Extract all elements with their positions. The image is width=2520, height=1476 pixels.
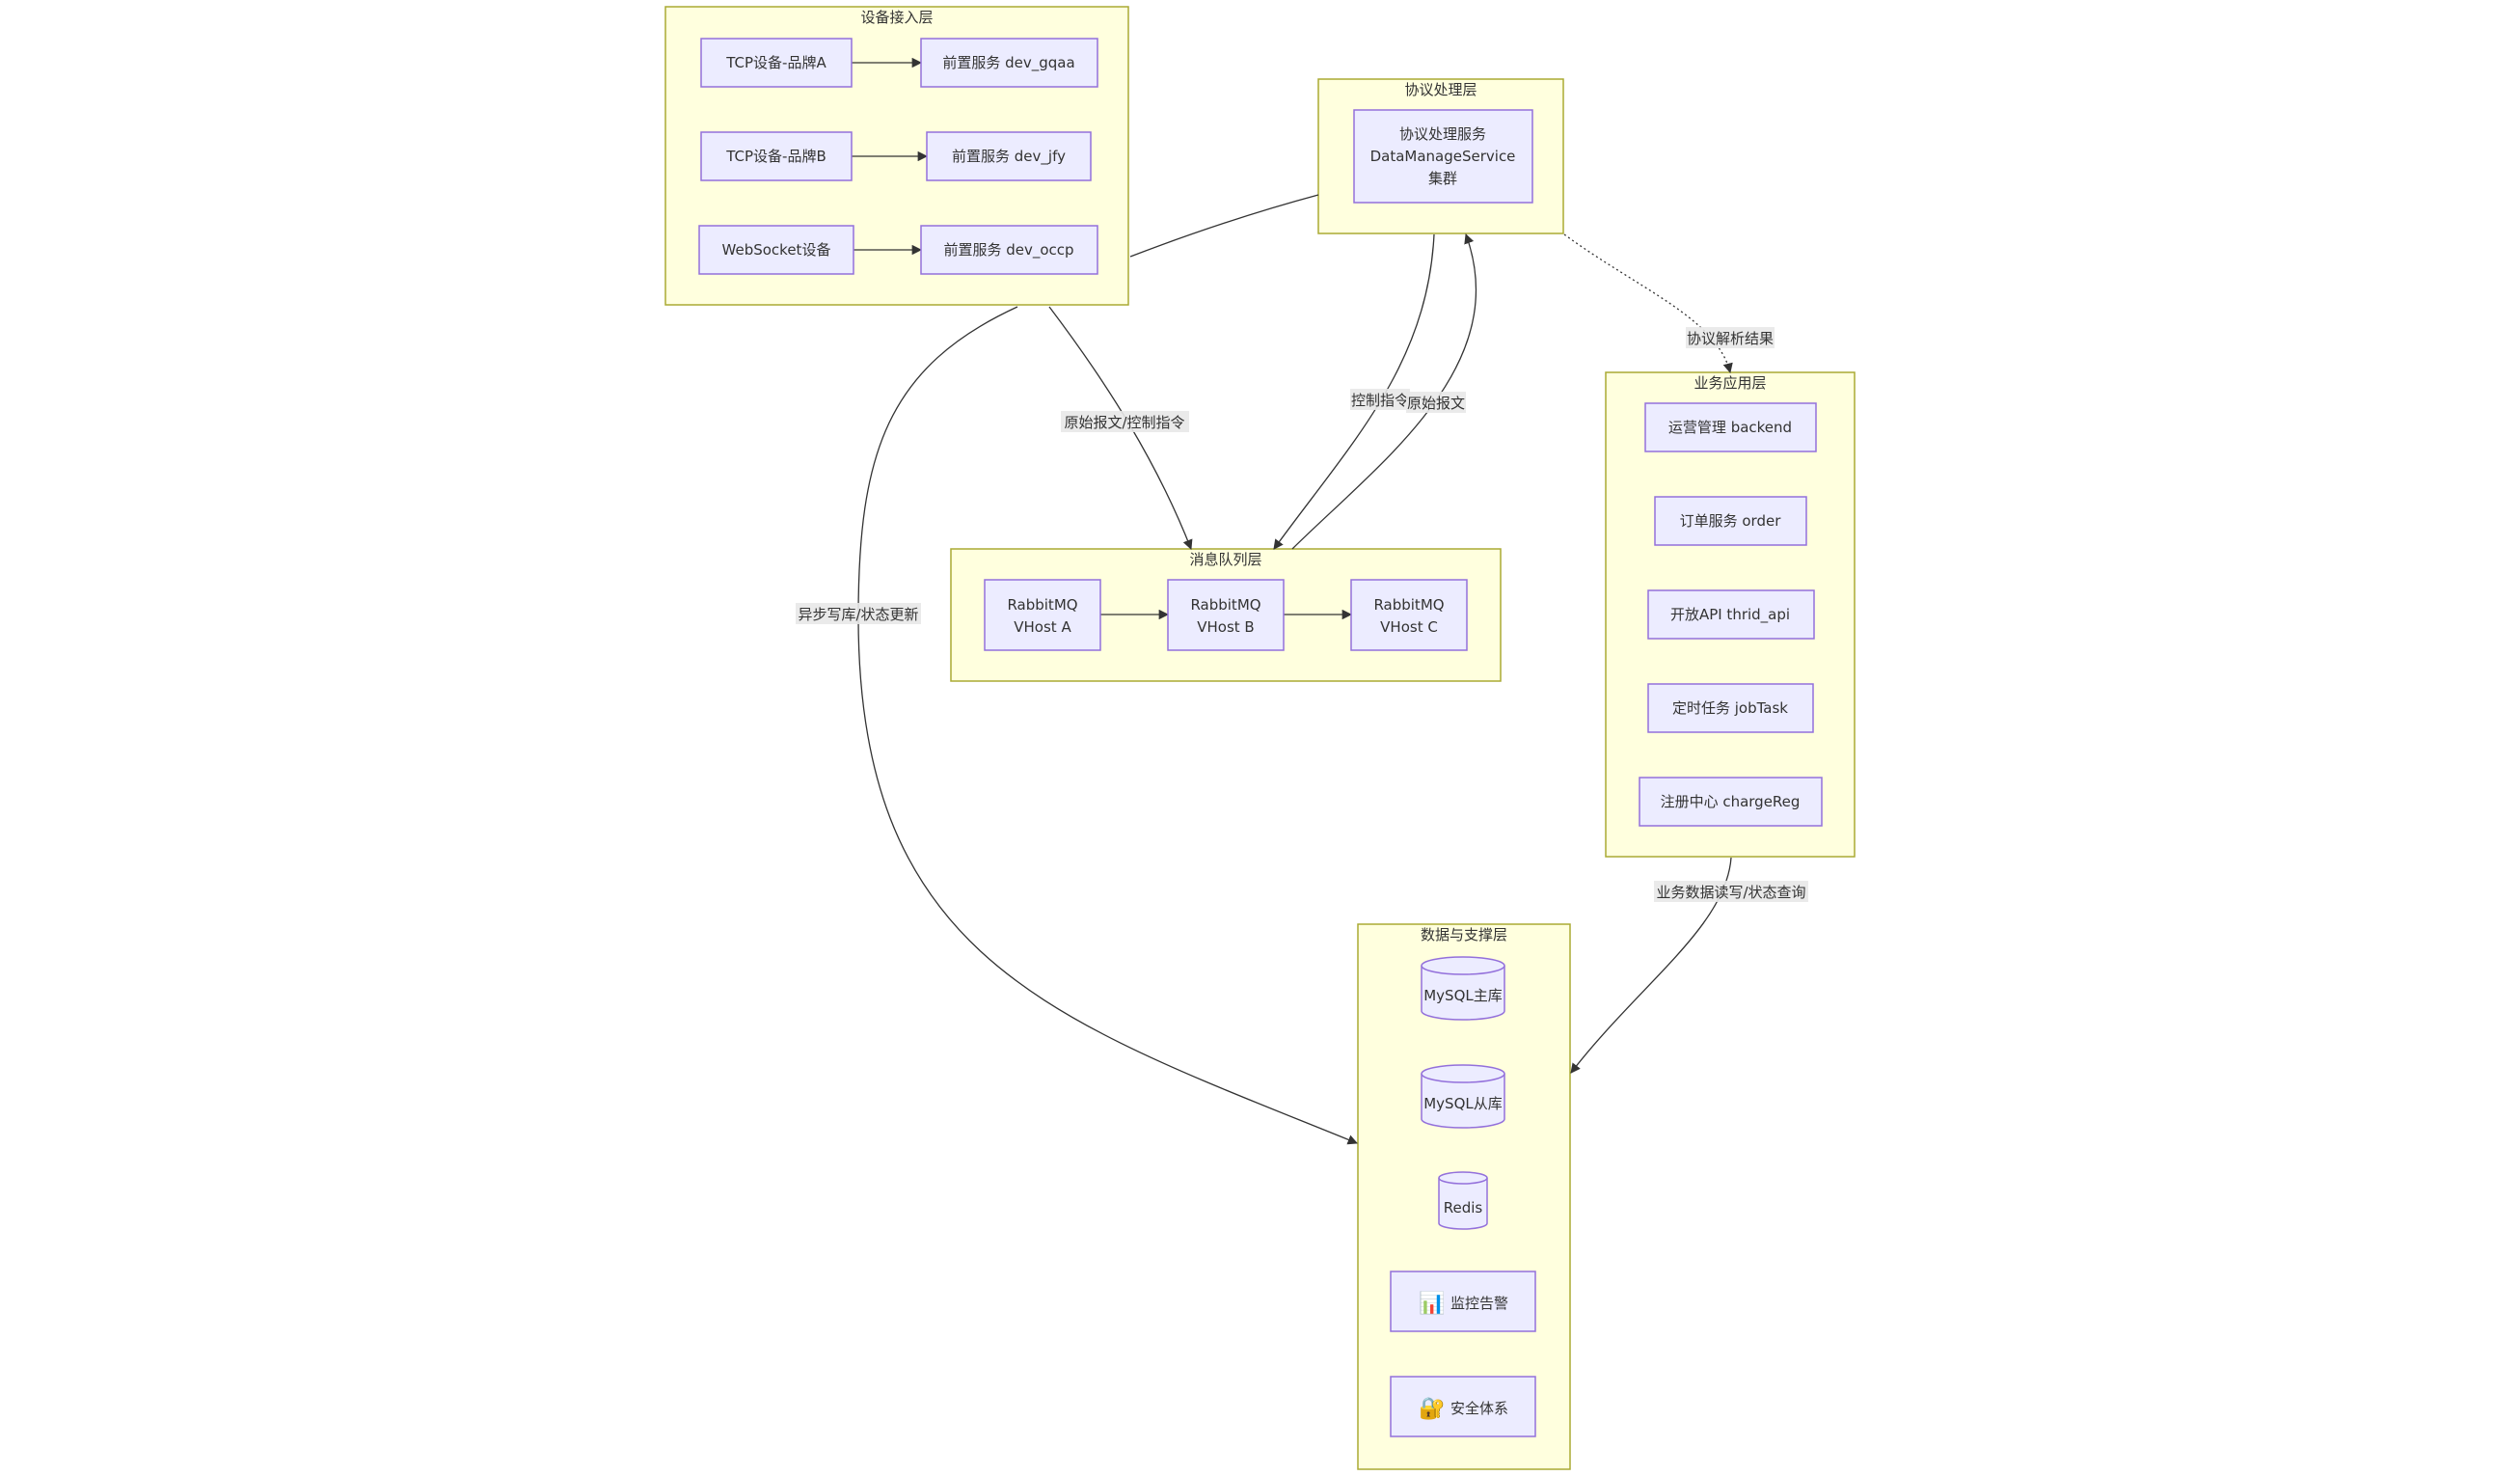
node-monitoring: 📊 监控告警: [1390, 1271, 1536, 1332]
svg-text:DataManageService: DataManageService: [1370, 148, 1516, 165]
cluster-title-device-access: 设备接入层: [860, 9, 933, 26]
svg-text:安全体系: 安全体系: [1450, 1400, 1508, 1417]
node-front-gqaa: 前置服务 dev_gqaa: [920, 38, 1098, 88]
node-rabbitmq-vhost-a: RabbitMQ VHost A: [984, 579, 1101, 651]
svg-text:集群: 集群: [1428, 170, 1457, 187]
svg-text:监控告警: 监控告警: [1450, 1295, 1508, 1312]
svg-text:开放API thrid_api: 开放API thrid_api: [1670, 606, 1790, 624]
svg-text:VHost A: VHost A: [1014, 618, 1071, 636]
edge-label-raw-control: 原始报文/控制指令: [1061, 411, 1189, 432]
cluster-title-business: 业务应用层: [1694, 374, 1766, 392]
svg-text:VHost B: VHost B: [1197, 618, 1254, 636]
node-front-jfy: 前置服务 dev_jfy: [926, 131, 1092, 181]
node-redis: Redis: [1438, 1171, 1488, 1230]
svg-text:RabbitMQ: RabbitMQ: [1007, 596, 1077, 614]
edge-label-async-write: 异步写库/状态更新: [796, 603, 921, 624]
svg-text:前置服务 dev_occp: 前置服务 dev_occp: [943, 241, 1073, 260]
node-charge-reg: 注册中心 chargeReg: [1639, 777, 1823, 827]
cluster-title-data-support: 数据与支撑层: [1421, 926, 1507, 943]
node-order: 订单服务 order: [1654, 496, 1807, 546]
node-security: 🔐 安全体系: [1390, 1376, 1536, 1437]
svg-text:前置服务 dev_gqaa: 前置服务 dev_gqaa: [942, 54, 1074, 72]
edge-access-to-data: [857, 306, 1358, 1145]
node-mysql-master: MySQL主库: [1421, 956, 1505, 1021]
node-data-manage-service: 协议处理服务 DataManageService 集群: [1353, 109, 1533, 204]
node-tcp-device-a: TCP设备-品牌A: [700, 38, 853, 88]
svg-text:TCP设备-品牌B: TCP设备-品牌B: [725, 148, 826, 165]
svg-text:WebSocket设备: WebSocket设备: [722, 241, 831, 259]
svg-text:协议处理服务: 协议处理服务: [1399, 125, 1486, 143]
svg-text:MySQL从库: MySQL从库: [1423, 1095, 1503, 1112]
svg-text:RabbitMQ: RabbitMQ: [1190, 596, 1260, 614]
svg-text:注册中心 chargeReg: 注册中心 chargeReg: [1661, 793, 1801, 810]
edge-label-biz-rw: 业务数据读写/状态查询: [1654, 881, 1808, 902]
svg-text:定时任务 jobTask: 定时任务 jobTask: [1672, 699, 1788, 717]
node-front-occp: 前置服务 dev_occp: [920, 225, 1098, 275]
svg-text:异步写库/状态更新: 异步写库/状态更新: [798, 606, 918, 623]
node-job-task: 定时任务 jobTask: [1647, 683, 1814, 733]
svg-text:Redis: Redis: [1444, 1199, 1483, 1216]
cluster-title-message-queue: 消息队列层: [1189, 551, 1261, 568]
node-websocket-device: WebSocket设备: [698, 225, 854, 275]
node-third-api: 开放API thrid_api: [1647, 589, 1815, 640]
svg-text:协议解析结果: 协议解析结果: [1687, 330, 1774, 347]
svg-text:业务数据读写/状态查询: 业务数据读写/状态查询: [1656, 884, 1805, 901]
node-backend: 运营管理 backend: [1644, 402, 1817, 452]
svg-text:控制指令: 控制指令: [1351, 392, 1409, 409]
lock-icon: 🔐: [1419, 1397, 1445, 1421]
svg-text:TCP设备-品牌A: TCP设备-品牌A: [725, 54, 826, 71]
chart-icon: 📊: [1419, 1291, 1445, 1316]
svg-text:MySQL主库: MySQL主库: [1423, 987, 1503, 1004]
svg-text:运营管理 backend: 运营管理 backend: [1668, 419, 1792, 436]
cluster-title-protocol: 协议处理层: [1404, 81, 1477, 98]
edge-label-parse-result: 协议解析结果: [1686, 327, 1775, 348]
svg-text:VHost C: VHost C: [1380, 618, 1438, 636]
svg-text:订单服务 order: 订单服务 order: [1680, 512, 1782, 530]
edge-access-to-protocol: [1129, 194, 1319, 258]
svg-text:前置服务 dev_jfy: 前置服务 dev_jfy: [952, 148, 1066, 166]
node-rabbitmq-vhost-b: RabbitMQ VHost B: [1167, 579, 1285, 651]
edge-label-raw: 原始报文: [1406, 392, 1466, 413]
edge-label-control: 控制指令: [1350, 389, 1410, 410]
node-rabbitmq-vhost-c: RabbitMQ VHost C: [1350, 579, 1468, 651]
svg-text:RabbitMQ: RabbitMQ: [1373, 596, 1444, 614]
svg-text:原始报文: 原始报文: [1407, 395, 1465, 412]
svg-text:原始报文/控制指令: 原始报文/控制指令: [1064, 414, 1184, 431]
node-tcp-device-b: TCP设备-品牌B: [700, 131, 853, 181]
edge-protocol-to-business: [1563, 233, 1733, 374]
node-mysql-slave: MySQL从库: [1421, 1064, 1505, 1129]
